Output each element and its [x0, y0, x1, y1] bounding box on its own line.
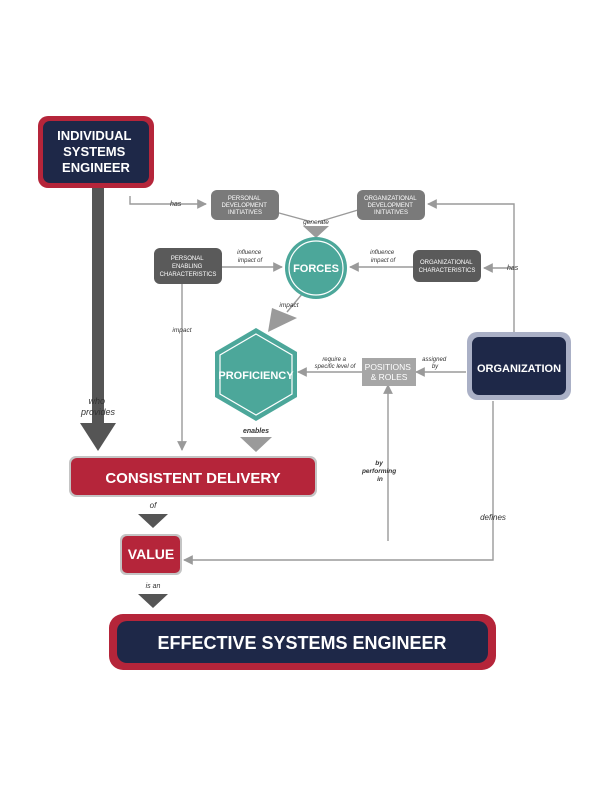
positions-roles-node: POSITIONS & ROLES	[362, 358, 416, 386]
personal-dev-line-3: INITIATIVES	[228, 210, 262, 216]
label-provides: provides	[80, 407, 116, 417]
svg-text:who provides: who provides	[80, 396, 116, 417]
arrow-has-right	[427, 199, 515, 332]
value-label: VALUE	[128, 546, 174, 562]
label-is-an: is an	[146, 583, 161, 590]
forces-node: FORCES	[285, 237, 347, 299]
label-defines: defines	[480, 513, 506, 522]
svg-text:influence impact of: influence impact of	[237, 250, 263, 264]
proficiency-node: PROFICIENCY	[215, 328, 297, 421]
label-has-right: has	[507, 265, 519, 272]
individual-line-1: INDIVIDUAL	[57, 128, 131, 143]
personal-development-initiatives-node: PERSONAL DEVELOPMENT INITIATIVES	[211, 190, 279, 220]
individual-line-2: SYSTEMS	[63, 144, 125, 159]
of-head	[138, 514, 168, 528]
personal-enabling-line-3: CHARACTERISTICS	[160, 272, 217, 278]
positions-line-1: POSITIONS	[365, 362, 412, 372]
label-require-1: require a	[322, 357, 346, 363]
consistent-delivery-node: CONSISTENT DELIVERY	[69, 456, 317, 497]
label-influence-right-2: impact of	[371, 258, 397, 264]
organizational-development-initiatives-node: ORGANIZATIONAL DEVELOPMENT INITIATIVES	[357, 190, 425, 220]
positions-line-2: & ROLES	[371, 372, 408, 382]
label-has-left: has	[170, 201, 182, 208]
is-an-head	[138, 594, 168, 608]
organizational-characteristics-node: ORGANIZATIONAL CHARACTERISTICS	[413, 250, 481, 282]
svg-text:PERSONAL ENABLING: PERSONAL ENABLING CHARACTERISTICS	[160, 256, 217, 278]
svg-text:INDIVIDUAL SYSTEMS: INDIVIDUAL SYSTEMS ENGINEER	[57, 128, 135, 175]
label-enables: enables	[243, 428, 269, 435]
personal-enabling-characteristics-node: PERSONAL ENABLING CHARACTERISTICS	[154, 248, 222, 284]
svg-text:ORGANIZATIONAL DEVELOPME: ORGANIZATIONAL DEVELOPMENT INITIATIVES	[364, 196, 418, 216]
svg-text:assigned by: assigned by	[422, 357, 448, 370]
who-provides-shaft	[92, 188, 104, 425]
label-influence-right-1: influence	[370, 250, 395, 256]
individual-line-3: ENGINEER	[62, 160, 131, 175]
svg-text:PERSONAL DEVELOPMENT: PERSONAL DEVELOPMENT INITIATIVES	[222, 196, 269, 216]
org-dev-line-3: INITIATIVES	[374, 210, 408, 216]
label-performing: performing	[361, 468, 396, 475]
line-generate-right	[317, 209, 359, 223]
arrow-has-left	[129, 196, 207, 209]
label-assigned-1: assigned	[422, 357, 447, 363]
connectors	[80, 188, 515, 608]
arrow-defines	[183, 401, 494, 565]
label-influence-left-2: impact of	[238, 258, 264, 264]
label-impact-forces: impact	[279, 302, 299, 309]
value-node: VALUE	[120, 534, 182, 575]
svg-text:by performing in: by performing in	[361, 460, 398, 483]
label-assigned-2: by	[432, 364, 439, 370]
generate-head	[303, 226, 329, 238]
personal-dev-line-1: PERSONAL	[228, 196, 261, 202]
org-char-line-2: CHARACTERISTICS	[419, 268, 476, 274]
svg-text:ORGANIZATIONAL CHARACTER: ORGANIZATIONAL CHARACTERISTICS	[419, 260, 476, 274]
who-provides-head	[80, 423, 116, 451]
impact-forces-head	[268, 308, 297, 332]
consistent-delivery-label: CONSISTENT DELIVERY	[105, 470, 280, 487]
effective-label: EFFECTIVE SYSTEMS ENGINEER	[157, 633, 446, 653]
label-require-2: specific level of	[315, 364, 357, 370]
svg-text:POSITIONS & ROLES: POSITIONS & ROLES	[365, 362, 414, 382]
label-who: who	[88, 396, 105, 406]
label-generate: generate	[303, 219, 329, 226]
organization-label: ORGANIZATION	[477, 363, 561, 375]
personal-enabling-line-1: PERSONAL	[171, 256, 204, 262]
label-in: in	[377, 476, 383, 483]
edge-labels: has has generate influence impact of inf…	[80, 201, 519, 590]
personal-enabling-line-2: ENABLING	[172, 264, 203, 270]
line-impact-forces	[286, 292, 304, 313]
label-influence-left-1: influence	[237, 250, 262, 256]
forces-label: FORCES	[293, 263, 339, 275]
individual-systems-engineer-node: INDIVIDUAL SYSTEMS ENGINEER	[38, 116, 154, 188]
effective-systems-engineer-node: EFFECTIVE SYSTEMS ENGINEER	[109, 614, 496, 670]
svg-text:influence impact of: influence impact of	[370, 250, 396, 264]
label-of: of	[150, 501, 157, 510]
label-by: by	[375, 460, 383, 467]
svg-text:require a specific level: require a specific level of	[315, 357, 357, 370]
personal-dev-line-2: DEVELOPMENT	[222, 203, 268, 209]
org-dev-line-2: DEVELOPMENT	[368, 203, 414, 209]
organization-node: ORGANIZATION	[467, 332, 571, 400]
label-impact-left: impact	[172, 327, 192, 334]
proficiency-label: PROFICIENCY	[218, 370, 294, 382]
org-char-line-1: ORGANIZATIONAL	[420, 260, 473, 266]
org-dev-line-1: ORGANIZATIONAL	[364, 196, 417, 202]
enables-head	[240, 437, 272, 452]
